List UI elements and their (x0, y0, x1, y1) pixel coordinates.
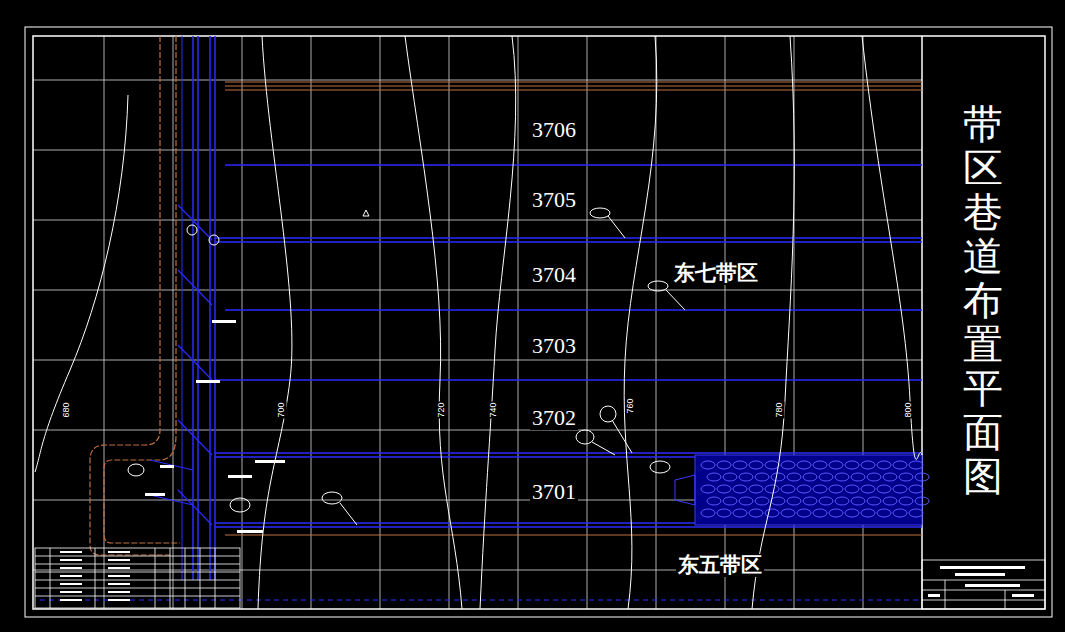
panel-number: 3704 (530, 263, 578, 287)
panel-number: 3701 (530, 480, 578, 504)
drawing-title: 带区巷道布置平面图 (963, 102, 1003, 498)
district-name: 东七带区 (672, 262, 760, 285)
contour-value: 680 (61, 401, 71, 418)
contour-value: 720 (436, 401, 446, 418)
contour-value: 760 (625, 397, 635, 414)
panel-number: 3705 (530, 188, 578, 212)
contour-value: 800 (903, 401, 913, 418)
panel-number: 3703 (530, 334, 578, 358)
panel-number: 3702 (530, 406, 578, 430)
panel-number: 3706 (530, 118, 578, 142)
district-name: 东五带区 (676, 554, 764, 577)
contour-value: 780 (774, 401, 784, 418)
contour-value: 740 (488, 401, 498, 418)
contour-value: 700 (276, 401, 286, 418)
